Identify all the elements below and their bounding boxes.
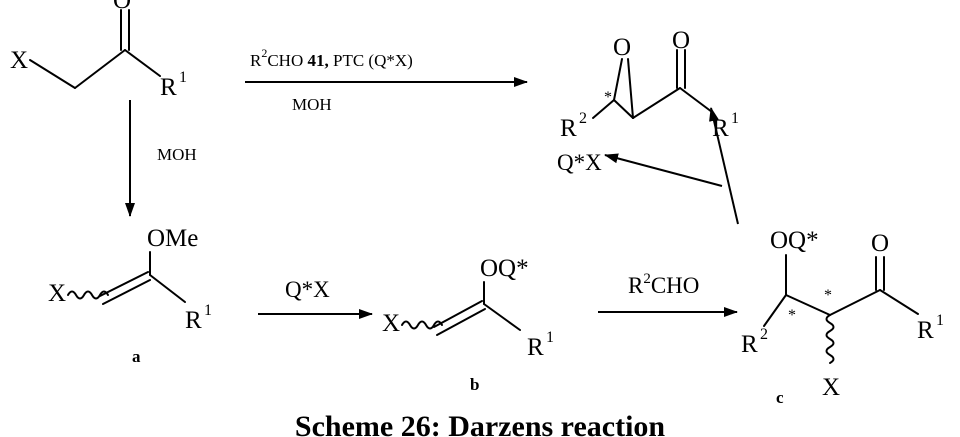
atom-r: R [560,115,577,142]
ring-closure-arrow: Q*X [557,107,739,225]
intermediate-c: OQ* R 2 * * X O R 1 c [741,227,944,407]
arrow-b-to-c: R2CHO [598,271,738,317]
arrow-a-to-b: Q*X [258,277,373,319]
atom-oq: OQ* [770,227,819,254]
compound-label-a: a [132,347,141,366]
svg-text:R2CHO: R2CHO [628,271,699,298]
epoxide-product: R 2 * O O R 1 [560,27,739,142]
atom-carbonyl-o: O [113,0,131,14]
starting-ketone: X O R 1 [10,0,187,101]
superscript-2: 2 [579,110,587,127]
atom-r: R [185,307,202,334]
superscript-2: 2 [760,326,768,343]
down-reaction-arrow: MOH [125,100,197,217]
top-reaction-arrow: R2CHO 41, PTC (Q*X) MOH [245,46,528,114]
reagent-aldehyde: CHO [267,51,303,70]
atom-carbonyl-o: O [672,27,690,54]
compound-label-c: c [776,388,784,407]
catalyst-release: Q*X [557,150,602,175]
reagent-r-sup: 2 [643,271,651,287]
intermediate-a: X OMe R 1 a [48,225,212,366]
atom-x: X [382,310,400,337]
stereo-star: * [788,307,796,324]
atom-ome: OMe [147,225,198,252]
atom-r: R [527,334,544,361]
superscript-1: 1 [731,110,739,127]
atom-x: X [48,280,66,307]
atom-r: R [917,317,934,344]
atom-carbonyl-o: O [871,230,889,257]
svg-text:R2CHO 41, PTC (Q*X): R2CHO 41, PTC (Q*X) [250,46,413,70]
scheme-caption: Scheme 26: Darzens reaction [295,410,665,437]
reagent-r-sup: 2 [261,46,267,60]
superscript-1: 1 [179,69,187,86]
intermediate-b: X OQ* R 1 b [382,255,554,394]
atom-x: X [822,374,840,401]
atom-x: X [10,47,28,74]
compound-label-b: b [470,375,479,394]
superscript-1: 1 [546,329,554,346]
reagent-r: R [250,51,262,70]
atom-epoxide-o: O [613,34,631,61]
stereo-star: * [604,89,612,106]
atom-oq: OQ* [480,255,529,282]
top-arrow-base: MOH [292,95,332,114]
superscript-1: 1 [936,312,944,329]
reagent-qx: Q*X [285,277,330,302]
reagent-r: R [628,273,644,298]
reagent-catalyst: PTC (Q*X) [333,51,413,70]
stereo-star: * [824,287,832,304]
atom-r: R [741,331,758,358]
atom-r: R [160,74,177,101]
compound-number: 41, [308,51,329,70]
superscript-1: 1 [204,302,212,319]
reagent-aldehyde: CHO [651,273,700,298]
down-arrow-base: MOH [157,145,197,164]
